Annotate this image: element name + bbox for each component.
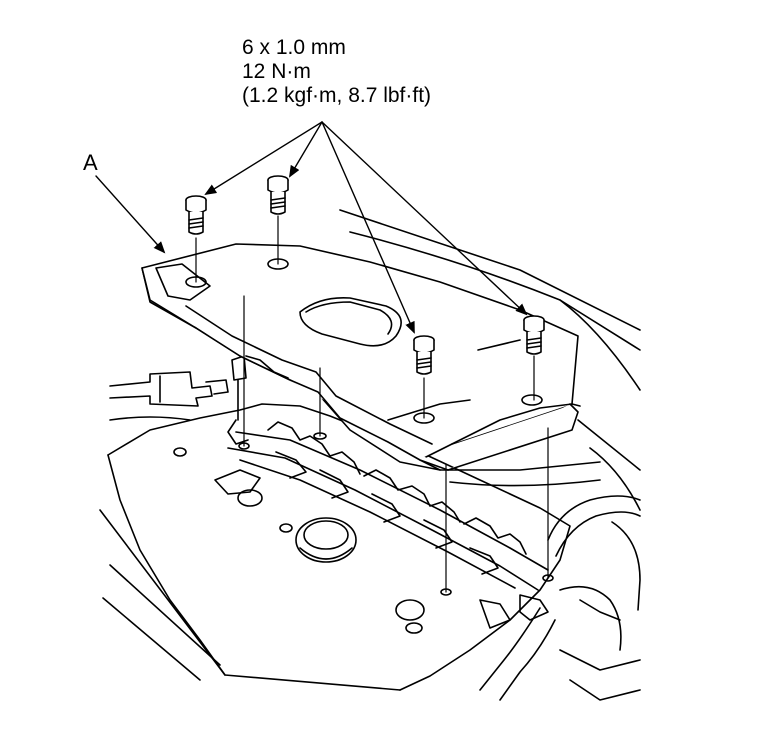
bolt-torque-alt-text: (1.2 kgf·m, 8.7 lbf·ft) bbox=[242, 84, 432, 107]
bolt-size-text: 6 x 1.0 mm bbox=[242, 36, 346, 59]
bolt-icon bbox=[267, 175, 289, 215]
alignment-lines bbox=[195, 215, 549, 593]
engine-cover-a bbox=[141, 243, 581, 471]
bolt-icon bbox=[523, 315, 545, 355]
engine-block bbox=[99, 209, 641, 701]
bolt-torque-text: 12 N·m bbox=[242, 60, 311, 83]
callout-label-a: A bbox=[83, 150, 98, 175]
bolt-spec-label: 6 x 1.0 mm 12 N·m (1.2 kgf·m, 8.7 lbf·ft… bbox=[242, 36, 431, 108]
arrow-icon bbox=[95, 121, 528, 334]
bolt-icon bbox=[413, 335, 435, 375]
bolt-icon bbox=[185, 195, 207, 235]
